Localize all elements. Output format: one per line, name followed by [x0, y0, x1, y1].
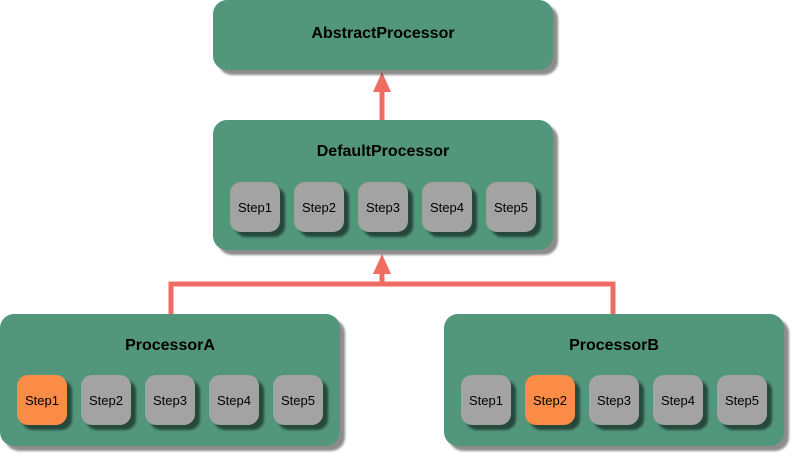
- step-box: Step3: [589, 375, 639, 425]
- node-title: ProcessorB: [569, 337, 659, 354]
- node-title: AbstractProcessor: [311, 25, 455, 42]
- step-box: Step5: [717, 375, 767, 425]
- step-box: Step5: [486, 182, 536, 232]
- step-list: Step1 Step2 Step3 Step4 Step5: [444, 375, 784, 425]
- step-box: Step4: [209, 375, 259, 425]
- abstract-processor-node: AbstractProcessor: [213, 0, 553, 70]
- processor-b-node: ProcessorB Step1 Step2 Step3 Step4 Step5: [444, 314, 784, 446]
- arrowhead-icon: [373, 254, 391, 274]
- step-box: Step2: [81, 375, 131, 425]
- step-box-highlighted: Step2: [525, 375, 575, 425]
- step-box: Step5: [273, 375, 323, 425]
- step-box: Step2: [294, 182, 344, 232]
- step-box: Step4: [422, 182, 472, 232]
- step-box: Step3: [145, 375, 195, 425]
- step-box: Step1: [230, 182, 280, 232]
- node-title: DefaultProcessor: [316, 143, 450, 160]
- node-title: ProcessorA: [125, 337, 215, 354]
- arrow-children-connector: [168, 281, 616, 314]
- step-box: Step3: [358, 182, 408, 232]
- arrowhead-icon: [373, 72, 391, 92]
- step-box-highlighted: Step1: [17, 375, 67, 425]
- processor-a-node: ProcessorA Step1 Step2 Step3 Step4 Step5: [0, 314, 340, 446]
- step-box: Step1: [461, 375, 511, 425]
- step-list: Step1 Step2 Step3 Step4 Step5: [213, 182, 553, 232]
- step-list: Step1 Step2 Step3 Step4 Step5: [0, 375, 340, 425]
- step-box: Step4: [653, 375, 703, 425]
